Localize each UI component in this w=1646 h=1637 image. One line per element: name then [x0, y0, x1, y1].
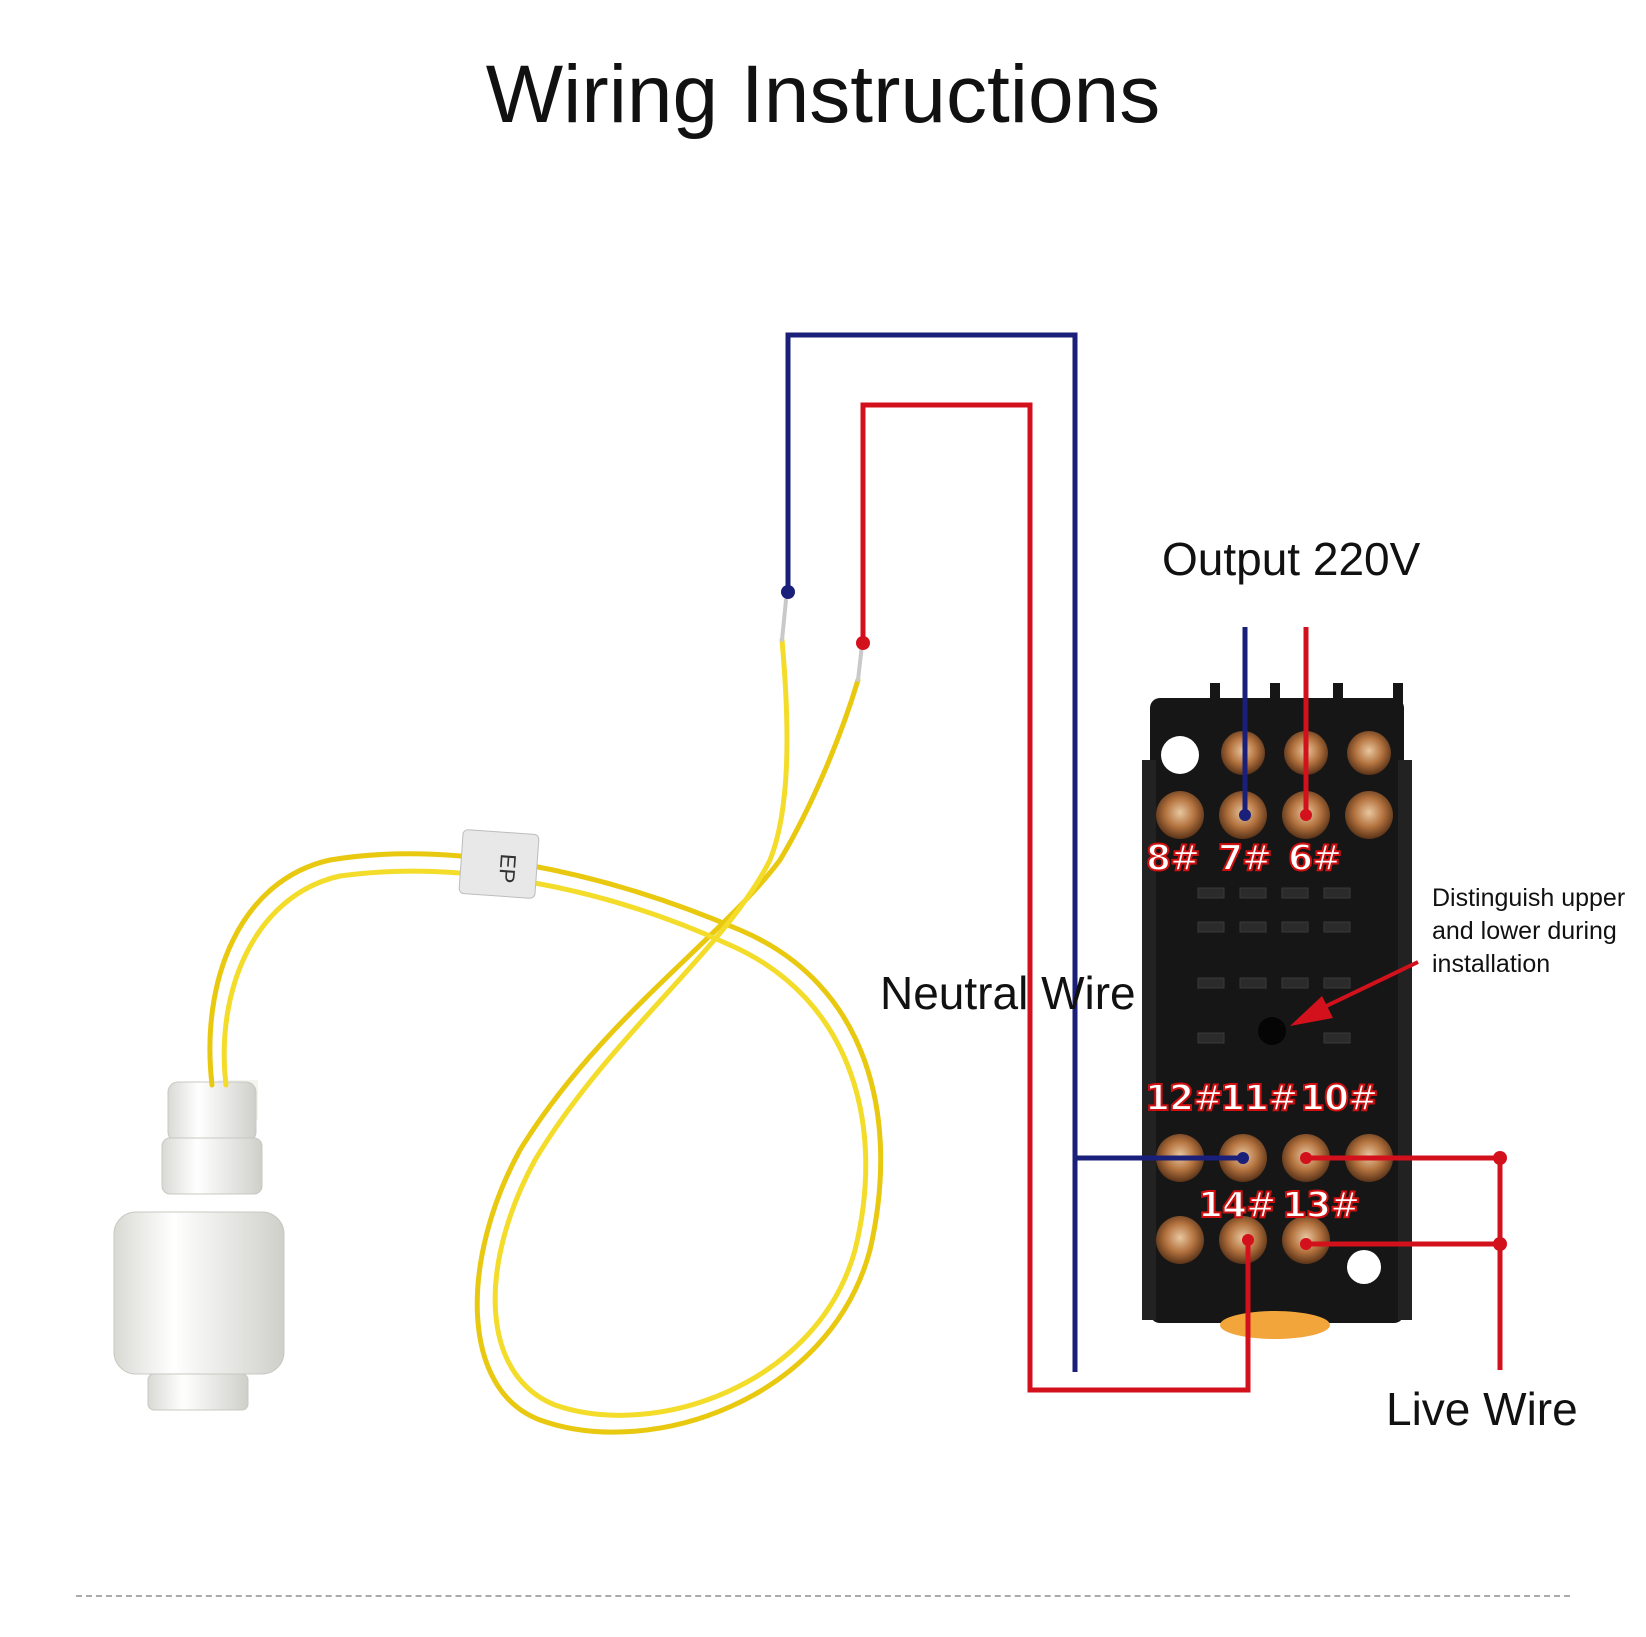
- live-wiring: [856, 402, 1507, 1393]
- install-note-line: and lower during: [1432, 917, 1617, 945]
- terminal-label-6: 6#: [1287, 837, 1343, 880]
- wire-tag: [458, 829, 540, 899]
- neutral-wire-loop: [785, 332, 1078, 1372]
- sensor-wire-a: [207, 677, 884, 1435]
- terminal-label-14: 14#: [1197, 1184, 1277, 1227]
- float-switch-float: [113, 1211, 285, 1375]
- live-end-dot: [856, 636, 870, 650]
- stripped-end-b: [856, 643, 864, 682]
- install-note-line: Distinguish upper: [1432, 884, 1626, 912]
- float-switch-nut: [167, 1081, 257, 1143]
- mount-hole-top: [1161, 736, 1199, 774]
- terminal-label-11: 11#: [1219, 1077, 1299, 1120]
- float-switch-stem: [161, 1137, 263, 1195]
- terminal-label-13: 13#: [1281, 1184, 1361, 1227]
- neutral-wire-label: Neutral Wire: [880, 967, 1136, 1019]
- terminal-label-7: 7#: [1217, 837, 1273, 880]
- install-note: Distinguish upper and lower during insta…: [1432, 882, 1625, 981]
- sensor-wires: EP: [207, 598, 884, 1435]
- relay-socket: [1142, 683, 1412, 1339]
- live-wire-loop: [860, 402, 1251, 1393]
- sensor-wire-b: [221, 637, 869, 1418]
- neutral-end-dot: [781, 585, 795, 599]
- neutral-wiring: [781, 332, 1251, 1372]
- socket-center-hole: [1258, 1017, 1286, 1045]
- install-arrow: [1290, 960, 1419, 1026]
- mount-hole-bottom: [1347, 1250, 1381, 1284]
- stripped-end-a: [780, 598, 788, 642]
- relay-release-tab: [1220, 1311, 1330, 1339]
- float-switch: [113, 1080, 285, 1411]
- terminal-label-10: 10#: [1299, 1077, 1379, 1120]
- bottom-dashed-divider: [76, 1595, 1570, 1597]
- page-title: Wiring Instructions: [485, 49, 1161, 140]
- relay-body: [1150, 698, 1404, 1323]
- float-switch-bottom: [147, 1373, 249, 1411]
- terminal-label-12: 12#: [1144, 1077, 1224, 1120]
- install-note-line: installation: [1432, 950, 1551, 978]
- wire-tag-text: EP: [494, 853, 521, 884]
- terminal-label-8: 8#: [1145, 837, 1201, 880]
- live-wire-label: Live Wire: [1386, 1383, 1578, 1435]
- output-220v-label: Output 220V: [1162, 533, 1421, 585]
